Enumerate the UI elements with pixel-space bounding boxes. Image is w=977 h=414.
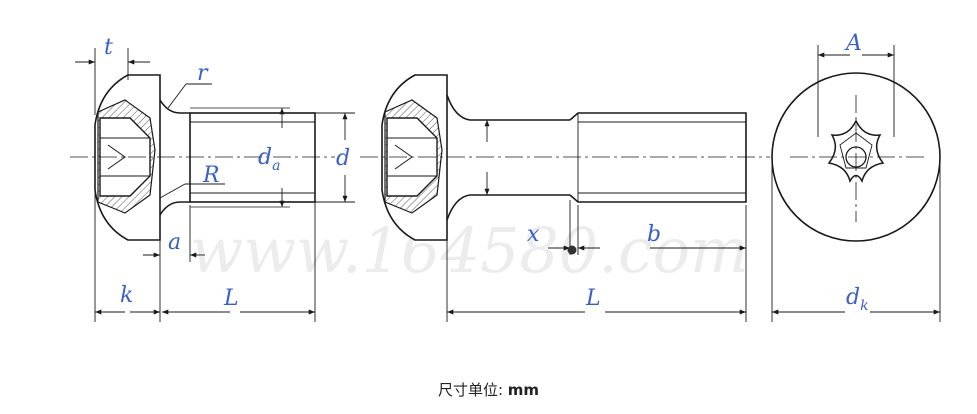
label-a: a <box>168 230 181 255</box>
watermark: www.164580.com <box>190 214 749 287</box>
dimension-k-L <box>94 190 316 322</box>
leader-r <box>167 83 212 109</box>
label-t: t <box>104 35 113 60</box>
end-view <box>771 72 941 242</box>
label-da: da <box>258 145 280 174</box>
label-x: x <box>527 222 540 247</box>
dimension-A <box>817 45 895 137</box>
unit-caption-unit: mm <box>507 381 540 399</box>
label-d: d <box>336 146 350 171</box>
label-L-middle: L <box>585 286 601 311</box>
dimension-dk <box>771 160 941 322</box>
left-view-screw <box>94 74 316 241</box>
label-r: r <box>197 61 209 86</box>
label-L-left: L <box>223 286 239 311</box>
dimension-d <box>315 112 355 203</box>
dimension-x-b <box>548 200 747 322</box>
dimension-a <box>143 205 205 262</box>
dimension-t <box>75 48 150 115</box>
label-A: A <box>844 31 862 56</box>
dimension-L-middle <box>446 240 746 322</box>
middle-view-screw <box>381 74 747 241</box>
leader-R <box>159 183 225 199</box>
x-dot <box>567 245 577 255</box>
label-k: k <box>120 283 133 308</box>
label-R: R <box>202 163 220 188</box>
label-b: b <box>647 222 661 247</box>
unit-caption-prefix: 尺寸单位: <box>437 381 508 399</box>
unit-caption: 尺寸单位: mm <box>0 379 977 400</box>
label-dk: dk <box>846 285 869 314</box>
